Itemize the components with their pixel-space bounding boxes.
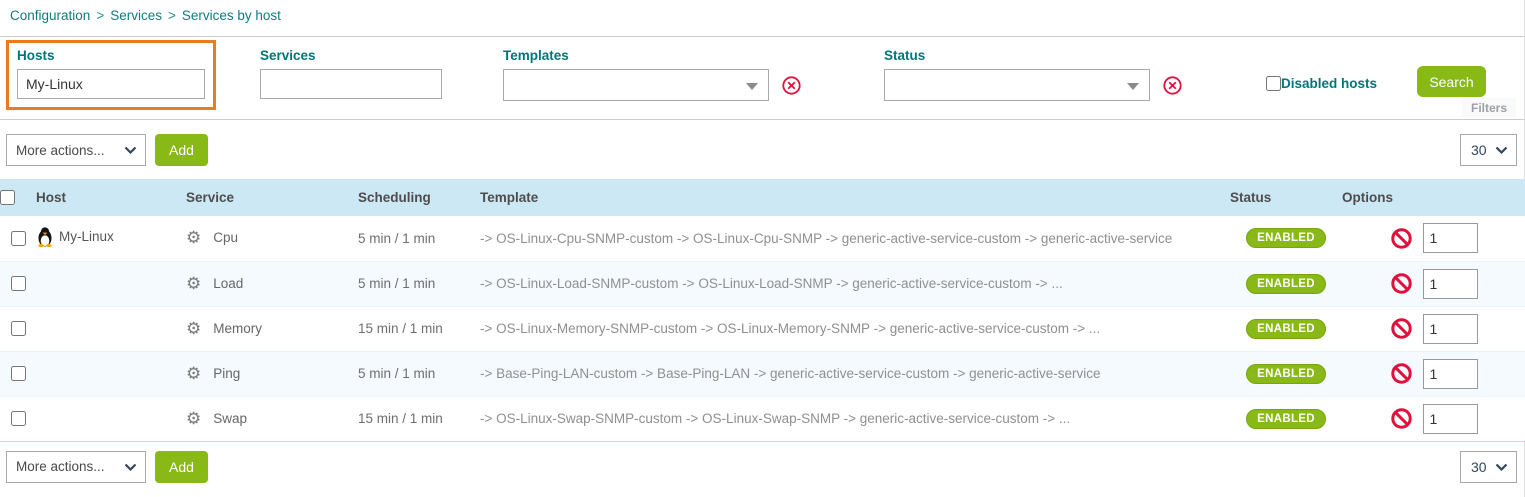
row-checkbox[interactable] (10, 231, 26, 247)
hosts-filter-input[interactable] (17, 69, 205, 99)
chevron-down-icon (1127, 83, 1139, 90)
table-row: ⚙ Load 5 min / 1 min -> OS-Linux-Load-SNM… (0, 261, 1525, 307)
template-chain: -> OS-Linux-Swap-SNMP-custom -> OS-Linux… (480, 396, 1230, 442)
status-clear-icon[interactable] (1162, 75, 1183, 96)
disable-no-entry-icon[interactable] (1390, 407, 1413, 430)
service-name-link[interactable]: Memory (213, 320, 263, 336)
service-name-link[interactable]: Swap (213, 410, 248, 426)
page-size-select[interactable]: 30 (1460, 450, 1517, 483)
breadcrumb-item-configuration[interactable]: Configuration (10, 8, 91, 23)
services-filter: Services (260, 48, 442, 99)
column-header-template: Template (480, 179, 1230, 216)
more-actions-select[interactable]: More actions... (6, 134, 146, 166)
templates-clear-icon[interactable] (781, 75, 802, 96)
table-row: ⚙ Ping 5 min / 1 min -> Base-Ping-LAN-cus… (0, 351, 1525, 397)
services-filter-label: Services (260, 48, 316, 63)
hosts-filter-highlighted: Hosts (6, 40, 216, 110)
breadcrumb: Configuration > Services > Services by host (0, 0, 1524, 29)
templates-filter: Templates (503, 48, 802, 101)
status-badge: ENABLED (1246, 228, 1326, 249)
column-header-host: Host (36, 179, 186, 216)
disable-no-entry-icon[interactable] (1390, 317, 1413, 340)
template-chain: -> OS-Linux-Cpu-SNMP-custom -> OS-Linux-… (480, 216, 1230, 262)
gear-icon: ⚙ (186, 228, 202, 248)
disabled-hosts-label: Disabled hosts (1281, 76, 1378, 91)
scheduling-value: 15 min / 1 min (358, 396, 480, 442)
host-name-link[interactable]: My-Linux (59, 229, 114, 245)
template-chain: -> OS-Linux-Memory-SNMP-custom -> OS-Lin… (480, 306, 1230, 352)
service-name-link[interactable]: Cpu (213, 230, 239, 246)
search-button[interactable]: Search (1417, 66, 1486, 97)
service-name-link[interactable]: Load (213, 275, 244, 291)
table-row: My-Linux ⚙ Cpu 5 min / 1 min -> OS-Linux-… (0, 216, 1525, 262)
scheduling-value: 5 min / 1 min (358, 261, 480, 307)
services-filter-input[interactable] (260, 69, 442, 99)
duplicate-count-input[interactable] (1422, 268, 1478, 299)
table-row: ⚙ Swap 15 min / 1 min -> OS-Linux-Swap-SN… (0, 396, 1525, 442)
select-all-checkbox[interactable] (0, 190, 15, 206)
breadcrumb-item-services[interactable]: Services (110, 8, 162, 23)
disable-no-entry-icon[interactable] (1390, 227, 1413, 250)
disable-no-entry-icon[interactable] (1390, 272, 1413, 295)
breadcrumb-separator: > (96, 8, 105, 23)
column-header-scheduling: Scheduling (358, 179, 480, 216)
disabled-hosts-filter: Disabled hosts (1266, 76, 1377, 91)
template-chain: -> Base-Ping-LAN-custom -> Base-Ping-LAN… (480, 351, 1230, 397)
scheduling-value: 5 min / 1 min (358, 351, 480, 397)
column-header-status: Status (1230, 179, 1342, 216)
status-badge: ENABLED (1246, 363, 1326, 384)
table-row: ⚙ Memory 15 min / 1 min -> OS-Linux-Memor… (0, 306, 1525, 352)
gear-icon: ⚙ (186, 318, 202, 338)
status-badge: ENABLED (1246, 408, 1326, 429)
scheduling-value: 5 min / 1 min (358, 216, 480, 262)
templates-filter-label: Templates (503, 48, 569, 63)
status-filter: Status (884, 48, 1183, 101)
gear-icon: ⚙ (186, 273, 202, 293)
column-header-service: Service (186, 179, 358, 216)
disable-no-entry-icon[interactable] (1390, 362, 1413, 385)
service-name-link[interactable]: Ping (213, 365, 241, 381)
column-header-options: Options (1342, 179, 1525, 216)
row-checkbox[interactable] (10, 366, 26, 382)
add-button[interactable]: Add (155, 450, 208, 483)
gear-icon: ⚙ (186, 363, 202, 383)
breadcrumb-separator: > (167, 8, 176, 23)
row-checkbox[interactable] (10, 321, 26, 337)
status-badge: ENABLED (1246, 318, 1326, 339)
top-toolbar: More actions... Add 30 (0, 120, 1524, 166)
linux-penguin-icon (38, 227, 52, 248)
bottom-toolbar: More actions... Add 30 (0, 442, 1524, 483)
filters-panel-tab[interactable]: Filters (1461, 98, 1516, 118)
services-table: Host Service Scheduling Template Status … (0, 179, 1525, 442)
gear-icon: ⚙ (186, 408, 202, 428)
duplicate-count-input[interactable] (1422, 403, 1478, 434)
more-actions-select[interactable]: More actions... (6, 450, 146, 483)
hosts-filter-label: Hosts (17, 48, 55, 63)
scheduling-value: 15 min / 1 min (358, 306, 480, 352)
breadcrumb-item-services-by-host: Services by host (181, 8, 281, 23)
duplicate-count-input[interactable] (1422, 358, 1478, 389)
status-filter-label: Status (884, 48, 926, 63)
row-checkbox[interactable] (10, 276, 26, 292)
status-badge: ENABLED (1246, 273, 1326, 294)
status-filter-dropdown[interactable] (884, 69, 1150, 101)
filter-panel: Hosts Services Templates (0, 36, 1524, 120)
chevron-down-icon (746, 83, 758, 90)
disabled-hosts-checkbox[interactable] (1266, 76, 1281, 91)
duplicate-count-input[interactable] (1422, 313, 1478, 344)
page-size-select[interactable]: 30 (1460, 134, 1517, 166)
templates-filter-dropdown[interactable] (503, 69, 769, 101)
add-button[interactable]: Add (155, 134, 208, 166)
template-chain: -> OS-Linux-Load-SNMP-custom -> OS-Linux… (480, 261, 1230, 307)
duplicate-count-input[interactable] (1422, 223, 1478, 254)
table-header-row: Host Service Scheduling Template Status … (0, 179, 1525, 216)
row-checkbox[interactable] (10, 411, 26, 427)
